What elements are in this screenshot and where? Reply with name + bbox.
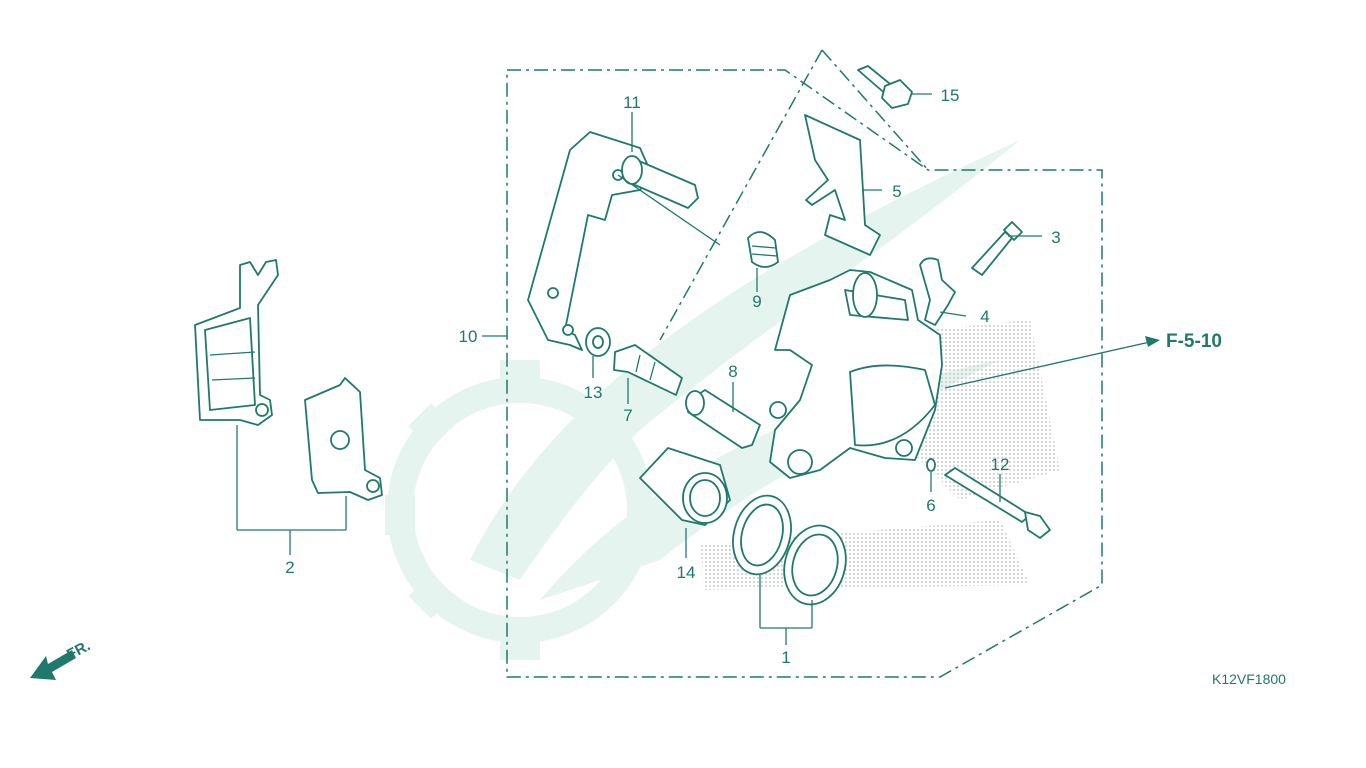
callout-5: 5 (892, 182, 901, 201)
brake-pads (194, 259, 383, 501)
caliper-bracket (527, 131, 721, 351)
callout-labels: 1 2 3 4 5 6 7 8 9 10 11 12 13 14 15 (285, 86, 1060, 667)
callout-8: 8 (728, 362, 737, 381)
callout-3: 3 (1051, 228, 1060, 247)
boot (747, 231, 779, 268)
piston (639, 447, 731, 526)
caliper-body (769, 269, 943, 479)
drawing-code: K12VF1800 (1212, 671, 1286, 687)
o-ring-small (926, 458, 936, 472)
sleeve (685, 389, 761, 449)
pad-pin (944, 467, 1051, 539)
callout-11: 11 (623, 93, 641, 112)
bleeder-cap (919, 257, 956, 326)
callout-4: 4 (980, 307, 989, 326)
callout-2: 2 (285, 558, 294, 577)
leader-lines (236, 93, 1160, 645)
assembly-boundary-inner (659, 49, 929, 341)
callout-12: 12 (991, 455, 1010, 474)
piston-seals (732, 494, 847, 606)
bleeder-screw (971, 221, 1023, 276)
callout-13: 13 (584, 383, 603, 402)
pin-bolt (613, 344, 683, 396)
callout-14: 14 (677, 563, 696, 582)
callout-7: 7 (623, 406, 632, 425)
callout-10: 10 (459, 327, 478, 346)
front-direction-arrow-icon (30, 650, 76, 680)
flange-bolt (857, 65, 913, 109)
callout-1: 1 (781, 648, 790, 667)
callout-9: 9 (752, 292, 761, 311)
callout-6: 6 (926, 496, 935, 515)
callout-15: 15 (941, 86, 960, 105)
reference-label: F-5-10 (1166, 331, 1222, 352)
assembly-boundary (506, 69, 1103, 678)
pad-spring (804, 114, 881, 256)
